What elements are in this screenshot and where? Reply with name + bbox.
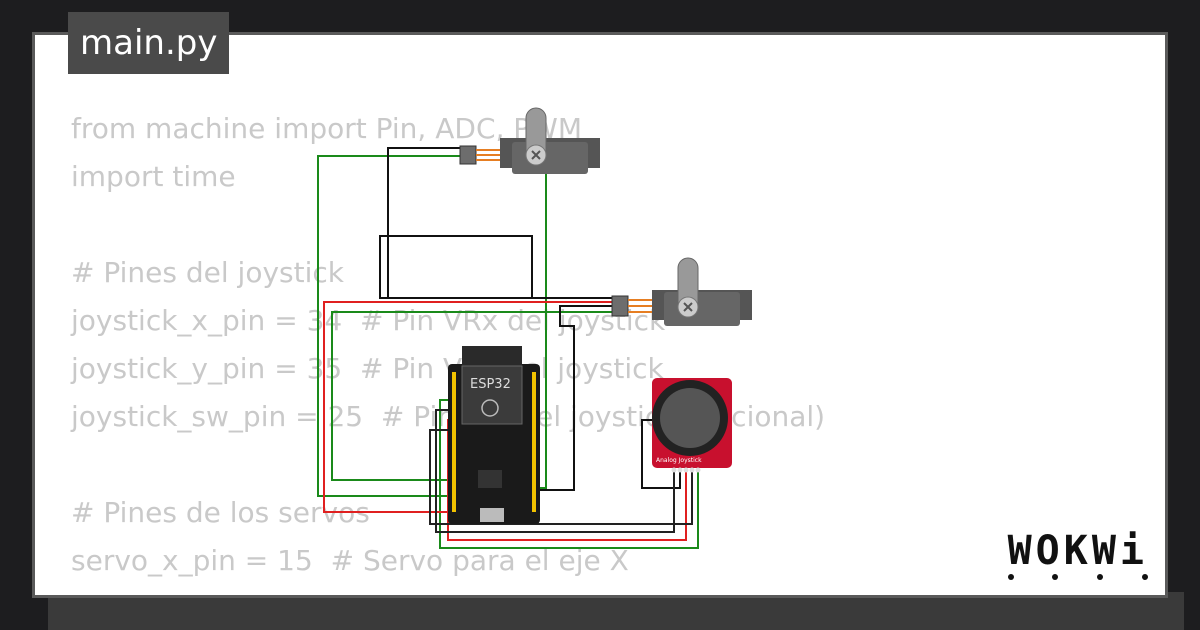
code-editor: from machine import Pin, ADC, PWM import … xyxy=(71,105,825,595)
logo-dot xyxy=(1141,574,1148,580)
wokwi-logo: WOKWi xyxy=(1007,528,1148,580)
servo-motor-y[interactable] xyxy=(611,257,752,326)
code-line: from machine import Pin, ADC, PWM xyxy=(71,112,583,145)
wifi-icon xyxy=(481,399,499,417)
esp32-module xyxy=(461,365,523,425)
code-line: servo_x_pin = 15 # Servo para el eje X xyxy=(71,544,629,577)
esp32-board[interactable]: ESP32 xyxy=(448,346,540,524)
esp32-chip xyxy=(478,470,502,488)
wire-red xyxy=(323,301,612,513)
wire-dark xyxy=(429,429,693,525)
wire-green xyxy=(439,399,699,549)
servo-x-icon xyxy=(531,150,541,160)
servo-case xyxy=(664,292,740,326)
servo-leads xyxy=(628,299,652,313)
card-shadow xyxy=(48,592,1184,630)
joystick-label: Analog Joystick xyxy=(656,457,702,464)
pin-header-right xyxy=(532,372,536,512)
wire-dark xyxy=(435,409,675,533)
code-line: servo_y_pin = 16 # Servo para el eje Y xyxy=(71,585,825,595)
esp32-antenna xyxy=(462,346,522,368)
code-line: # Pines del joystick xyxy=(71,256,344,289)
project-preview-card: from machine import Pin, ADC, PWM import … xyxy=(32,32,1168,598)
logo-dots xyxy=(1007,574,1148,580)
joystick-pins xyxy=(671,467,701,473)
esp32-label: ESP32 xyxy=(470,377,511,392)
servo-leads xyxy=(476,149,500,161)
wire-black xyxy=(379,235,533,299)
logo-dot xyxy=(1007,574,1014,580)
logo-dot xyxy=(1052,574,1059,580)
code-line: import time xyxy=(71,160,236,193)
file-tab[interactable]: main.py xyxy=(68,12,230,74)
file-tab-label: main.py xyxy=(80,23,218,63)
servo-case xyxy=(512,142,588,174)
servo-connector xyxy=(611,295,629,317)
wire-black xyxy=(641,419,681,489)
usb-port-icon xyxy=(480,508,504,522)
joystick-knob xyxy=(660,388,720,448)
wire-green xyxy=(331,311,612,481)
wokwi-logo-text: WOKWi xyxy=(1007,528,1148,574)
analog-joystick[interactable]: Analog Joystick xyxy=(652,378,732,473)
servo-connector xyxy=(459,145,477,165)
servo-motor-x[interactable] xyxy=(459,107,600,174)
wire-black xyxy=(536,305,612,491)
logo-dot xyxy=(1097,574,1104,580)
esp32-pins xyxy=(452,372,536,512)
servo-x-icon xyxy=(683,302,693,312)
pin-header-left xyxy=(452,372,456,512)
